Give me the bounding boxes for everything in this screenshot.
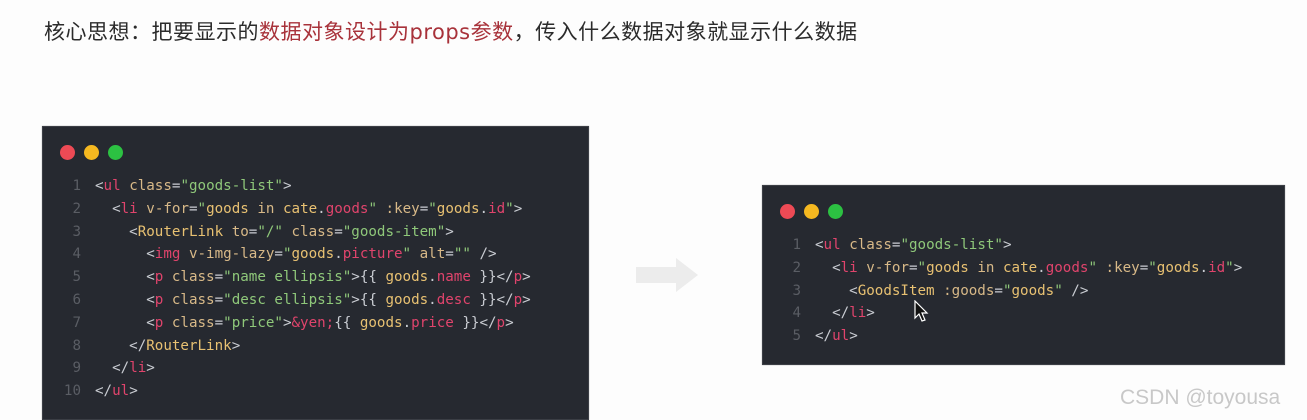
line-number: 3 [72, 223, 81, 240]
code-text: <p class="price">&yen;{{ goods.price }}<… [146, 314, 514, 331]
line-number: 10 [63, 383, 81, 400]
code-text: <ul class="goods-list"> [95, 178, 292, 194]
maximize-dot-icon [108, 145, 123, 160]
code-line: 1 <ul class="goods-list"> [763, 234, 1242, 257]
code-line: 2 <li v-for="goods in cate.goods" :key="… [43, 198, 531, 221]
window-controls [780, 204, 843, 219]
code-text: <li v-for="goods in cate.goods" :key="go… [112, 200, 523, 217]
close-dot-icon [780, 204, 795, 219]
line-number: 5 [72, 269, 81, 286]
code-window-after: 1 <ul class="goods-list"> 2 <li v-for="goo… [762, 185, 1285, 365]
code-line: 5 </ul> [763, 325, 1242, 348]
code-block: 1 <ul class="goods-list"> 2 <li v-for="goo… [763, 234, 1242, 348]
code-text: <img v-img-lazy="goods.picture" alt="" /… [146, 246, 497, 263]
code-block: 1 <ul class="goods-list"> 2 <li v-for="goo… [43, 175, 531, 403]
line-number: 3 [792, 282, 801, 299]
code-line: 9 </li> [43, 357, 531, 380]
code-line: 3 <RouterLink to="/" class="goods-item"> [43, 221, 531, 244]
right-arrow-icon [636, 258, 698, 292]
code-line: 8 </RouterLink> [43, 335, 531, 358]
code-text: <RouterLink to="/" class="goods-item"> [129, 223, 454, 240]
line-number: 8 [72, 337, 81, 354]
line-number: 4 [72, 246, 81, 263]
headline-suffix: ，传入什么数据对象就显示什么数据 [513, 20, 858, 44]
code-text: </li> [112, 360, 155, 377]
code-line: 5 <p class="name ellipsis">{{ goods.name… [43, 266, 531, 289]
code-line: 2 <li v-for="goods in cate.goods" :key="… [763, 257, 1242, 280]
line-number: 4 [792, 305, 801, 322]
code-line: 4 </li> [763, 302, 1242, 325]
code-window-before: 1 <ul class="goods-list"> 2 <li v-for="goo… [42, 126, 589, 420]
code-line: 10 </ul> [43, 380, 531, 403]
code-line: 3 <GoodsItem :goods="goods" /> [763, 280, 1242, 303]
code-text: </RouterLink> [129, 337, 241, 354]
watermark: CSDN @toyousa [1120, 386, 1281, 409]
close-dot-icon [60, 145, 75, 160]
code-text: </li> [832, 305, 875, 322]
code-text: </ul> [815, 328, 858, 345]
line-number: 1 [792, 237, 801, 253]
minimize-dot-icon [804, 204, 819, 219]
code-text: <p class="desc ellipsis">{{ goods.desc }… [146, 291, 531, 308]
minimize-dot-icon [84, 145, 99, 160]
code-line: 1 <ul class="goods-list"> [43, 175, 531, 198]
headline-prefix: 核心思想：把要显示的 [44, 20, 259, 44]
window-controls [60, 145, 123, 160]
line-number: 7 [72, 314, 81, 331]
line-number: 6 [72, 291, 81, 308]
code-line: 6 <p class="desc ellipsis">{{ goods.desc… [43, 289, 531, 312]
code-line: 7 <p class="price">&yen;{{ goods.price }… [43, 312, 531, 335]
code-text: <li v-for="goods in cate.goods" :key="go… [832, 259, 1243, 276]
line-number: 2 [792, 259, 801, 276]
line-number: 9 [72, 360, 81, 377]
code-text: <GoodsItem :goods="goods" /> [849, 282, 1089, 299]
code-text: <p class="name ellipsis">{{ goods.name }… [146, 269, 531, 286]
headline: 核心思想：把要显示的数据对象设计为props参数，传入什么数据对象就显示什么数据 [44, 16, 858, 46]
code-line: 4 <img v-img-lazy="goods.picture" alt=""… [43, 243, 531, 266]
line-number: 5 [792, 328, 801, 345]
code-text: </ul> [95, 383, 138, 400]
headline-highlight: 数据对象设计为props参数 [259, 20, 514, 44]
line-number: 2 [72, 200, 81, 217]
maximize-dot-icon [828, 204, 843, 219]
mouse-cursor-icon [914, 300, 929, 322]
code-text: <ul class="goods-list"> [815, 237, 1012, 253]
line-number: 1 [72, 178, 81, 194]
